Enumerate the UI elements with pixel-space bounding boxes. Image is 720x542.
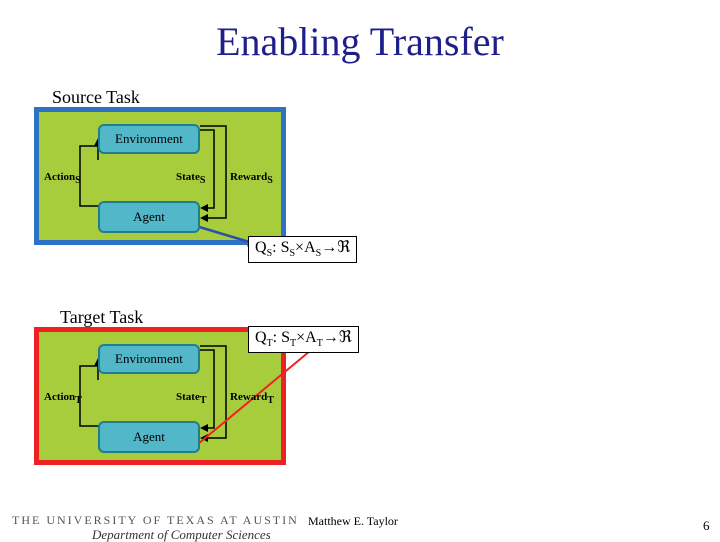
source-q-function: QS: SS×AS→ℜ [248,236,358,264]
target-agent-label: Agent [133,429,165,444]
source-agent-label: Agent [133,209,165,224]
page-number: 6 [703,518,710,533]
source-agent-box: Agent [98,201,200,233]
university-name: THE UNIVERSITY OF TEXAS AT AUSTIN [12,513,299,527]
source-environment-label: Environment [115,131,183,146]
target-task-label: Target Task [60,307,144,327]
source-reward-label: RewardS [230,171,273,187]
target-state-line [200,349,215,432]
target-q-function: QT: ST×AT→ℜ [248,326,359,354]
source-action-label: ActionS [44,171,81,187]
target-action-label: ActionT [44,391,82,407]
slide-title: Enabling Transfer [216,19,504,64]
source-q-arrow [195,224,258,247]
department-name: Department of Computer Sciences [92,527,271,542]
source-reward-line [200,125,227,222]
source-environment-box: Environment [98,124,200,154]
target-q-arrow [197,345,317,445]
target-reward-label: RewardT [230,391,274,407]
target-agent-box: Agent [98,421,200,453]
source-state-line [200,129,215,212]
target-environment-label: Environment [115,351,183,366]
target-state-label: StateT [176,391,207,407]
university-logo: THE UNIVERSITY OF TEXAS AT AUSTIN Depart… [12,514,299,541]
target-environment-box: Environment [98,344,200,374]
source-task-label: Source Task [52,87,140,107]
source-state-label: StateS [176,171,206,187]
target-reward-line [200,345,227,442]
author-name: Matthew E. Taylor [308,514,398,528]
